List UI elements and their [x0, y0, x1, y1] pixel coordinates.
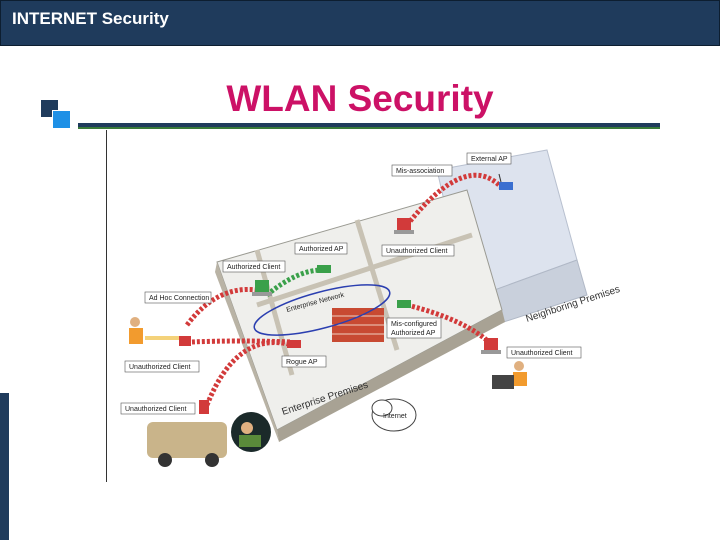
diagram-left-border [106, 130, 107, 482]
person-adhoc-icon [129, 317, 179, 344]
external-ap-icon [498, 173, 513, 190]
internet-cloud-icon [371, 398, 417, 432]
arc-rogue-to-left-client [191, 338, 293, 345]
wlan-security-diagram: External AP Mis-association Authorized A… [120, 149, 622, 467]
label-ad-hoc-connection-text: Ad Hoc Connection [149, 295, 209, 302]
label-authorized-ap: Authorized AP [294, 242, 348, 255]
title-underline-green [78, 127, 660, 129]
title-bullet-blue-square [52, 110, 71, 129]
label-unauthorized-client-left-text: Unauthorized Client [129, 364, 191, 371]
label-mis-configured-ap-line1: Mis-configured [391, 321, 437, 328]
arc-bottom-client [204, 340, 293, 406]
van-icon [147, 422, 227, 467]
laptop-bottom-icon [199, 400, 209, 414]
enterprise-wall-front [277, 310, 505, 442]
laptop-top-icon [394, 218, 414, 234]
rogue-ap-icon [287, 340, 301, 348]
label-mis-configured-ap-line2: Authorized AP [391, 330, 436, 337]
authorized-ap-icon [317, 265, 331, 273]
label-authorized-client-text: Authorized Client [227, 264, 280, 271]
label-authorized-ap-text: Authorized AP [299, 246, 344, 253]
left-accent-bar [0, 393, 9, 540]
label-internet: Internet [383, 413, 407, 420]
label-rogue-ap: Rogue AP [281, 355, 327, 368]
header-title: INTERNET Security [12, 9, 169, 28]
label-unauthorized-client-top-text: Unauthorized Client [386, 248, 448, 255]
label-rogue-ap-text: Rogue AP [286, 359, 318, 366]
hacker-icon [231, 412, 271, 452]
label-unauthorized-client-left: Unauthorized Client [124, 360, 200, 373]
slide-title: WLAN Security [226, 78, 494, 119]
firewall [332, 308, 384, 342]
label-ad-hoc-connection: Ad Hoc Connection [144, 291, 212, 304]
person-right-icon [492, 361, 527, 389]
arc-external-ap-to-client [405, 172, 504, 227]
laptop-authorized-icon [252, 280, 272, 296]
laptop-right-icon [481, 338, 501, 354]
label-unauthorized-client-right: Unauthorized Client [506, 346, 582, 359]
laptop-adhoc-icon [179, 336, 191, 346]
label-external-ap: External AP [466, 152, 512, 165]
label-unauthorized-client-right-text: Unauthorized Client [511, 350, 573, 357]
label-unauthorized-client-top: Unauthorized Client [381, 244, 455, 257]
title-underline-dark [78, 123, 660, 127]
label-external-ap-text: External AP [471, 156, 508, 163]
label-mis-association: Mis-association [391, 164, 453, 177]
misconfigured-ap-icon [397, 300, 411, 308]
label-unauthorized-client-bottom-text: Unauthorized Client [125, 406, 187, 413]
label-unauthorized-client-bottom: Unauthorized Client [120, 402, 196, 415]
enterprise-network-ellipse [253, 284, 391, 336]
slide-header-bar: INTERNET Security [0, 0, 720, 46]
label-authorized-client: Authorized Client [222, 260, 286, 273]
label-mis-association-text: Mis-association [396, 168, 444, 175]
